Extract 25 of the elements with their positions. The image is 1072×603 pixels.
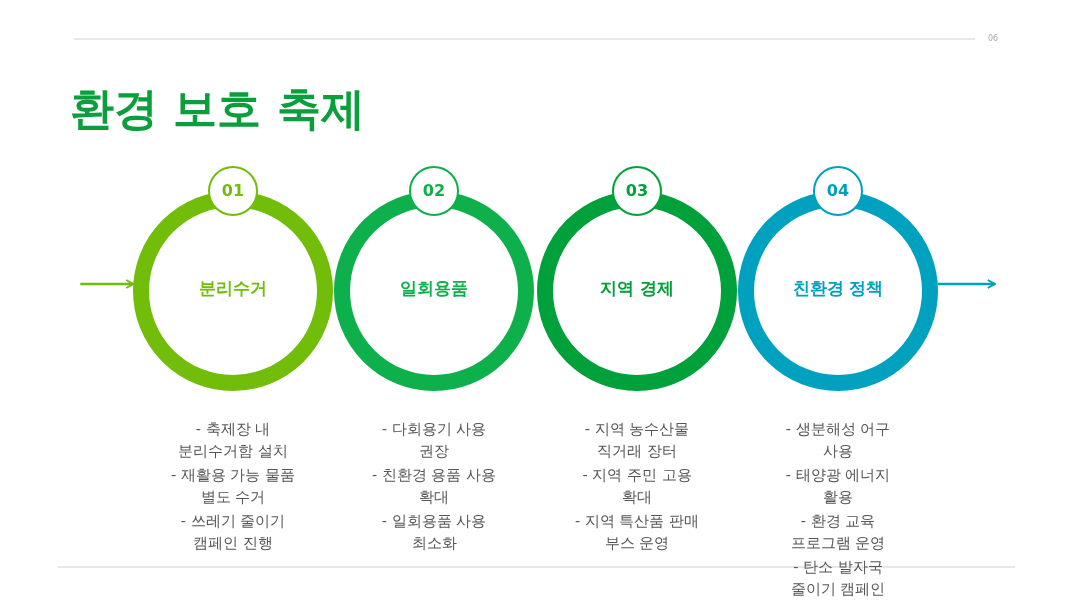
step-number: 03 [612, 166, 662, 216]
step-title: 분리수거 [198, 277, 268, 300]
bullet-text: - 태양광 에너지 활용 [784, 466, 892, 507]
bullet-text: - 생분해성 어구 사용 [784, 420, 892, 461]
bullet-text: - 쓰레기 줄이기 캠페인 진행 [179, 512, 287, 553]
bullet-text: - 재활용 가능 물품 별도 수거 [169, 466, 297, 507]
title: 환경 보호 축제 [70, 82, 365, 136]
step-number: 04 [813, 166, 863, 216]
bullet-text: - 환경 교육 프로그램 운영 [789, 512, 887, 553]
bullet-text: - 친환경 용품 사용 확대 [370, 466, 498, 507]
bullet-text: - 지역 주민 고용 확대 [581, 466, 693, 507]
step-number: 02 [409, 166, 459, 216]
bullet-text: - 지역 특산품 판매 부스 운영 [573, 512, 701, 553]
step-number: 01 [208, 166, 258, 216]
step-title: 친환경 정책 [791, 277, 885, 300]
bullet-text: - 축제장 내 분리수거함 설치 [177, 420, 289, 461]
bullet-text: - 탄소 발자국 줄이기 캠페인 [789, 558, 887, 599]
step-title: 지역 경제 [599, 277, 675, 300]
arrow [80, 279, 135, 289]
bullet-text: - 일회용품 사용 최소화 [380, 512, 488, 553]
bullet-text: - 지역 농수산물 직거래 장터 [583, 420, 691, 461]
bullet-text: - 다회용기 사용 권장 [380, 420, 488, 461]
page-number: 06 [988, 34, 999, 43]
arrow [937, 279, 996, 289]
step-title: 일회용품 [399, 277, 469, 300]
